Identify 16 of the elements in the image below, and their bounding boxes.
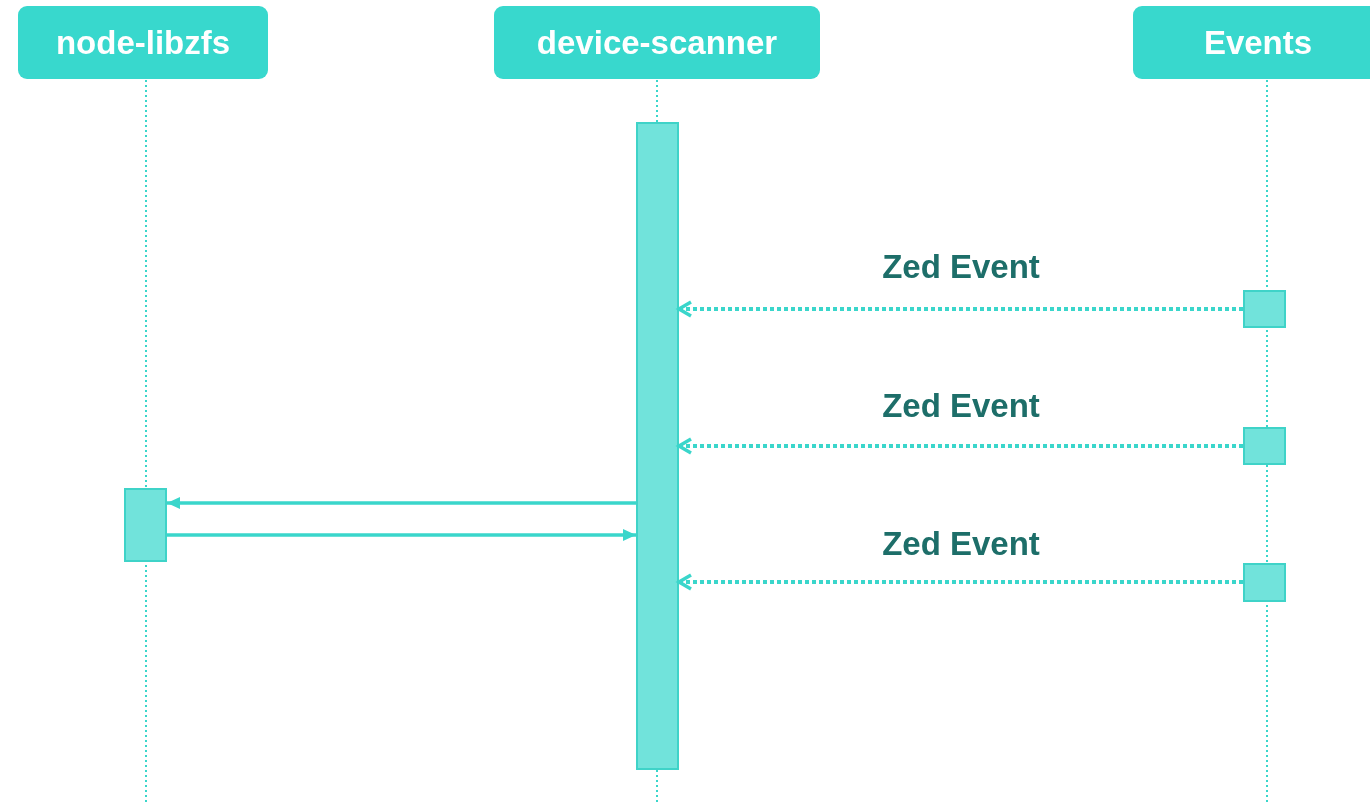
activation-bar: [124, 488, 167, 562]
participant-name: Events: [1203, 23, 1313, 62]
dashed-arrow: [677, 573, 1243, 591]
arrow: [167, 529, 636, 541]
activation-bar: [1243, 290, 1286, 328]
participant-header: [18, 6, 268, 79]
participant-header: [494, 6, 820, 79]
dashed-arrow: [677, 437, 1243, 455]
participant-name: device-scanner: [536, 23, 778, 62]
arrow: [167, 497, 636, 509]
activation-bar: [636, 122, 679, 770]
activation-bar: [1243, 427, 1286, 465]
dashed-arrow: [677, 300, 1243, 318]
participant-header: [1133, 6, 1370, 79]
activation-bar: [1243, 563, 1286, 602]
participant-name: node-libzfs: [55, 23, 231, 62]
